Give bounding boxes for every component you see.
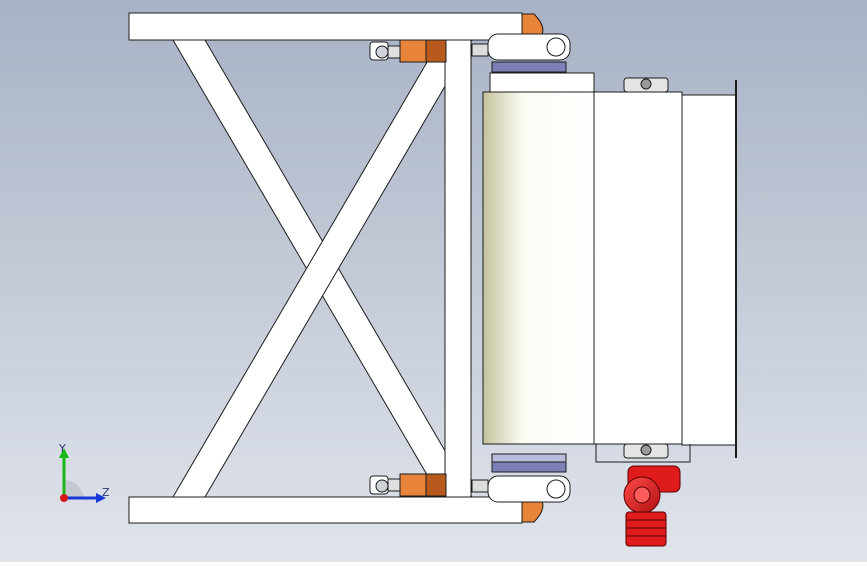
- bottom-rail[interactable]: [128, 496, 523, 524]
- bottom-shaft-stub: [471, 479, 489, 493]
- triad-origin: [60, 494, 68, 502]
- bottom-bearing-block: [399, 473, 427, 497]
- triad-graphic: [59, 448, 106, 503]
- bottom-hub: [491, 461, 567, 473]
- z-axis-head: [96, 493, 106, 503]
- top-bearing-block: [399, 39, 427, 63]
- gearbox-shaft: [633, 486, 651, 504]
- y-axis-head: [59, 448, 69, 458]
- motor-body: [625, 511, 667, 547]
- top-rail[interactable]: [128, 12, 523, 41]
- bottom-bearing-shadow: [425, 473, 447, 497]
- top-end-bolt: [640, 78, 652, 90]
- bottom-pillow-cap: [546, 479, 566, 499]
- triad-quadrant: [64, 479, 84, 498]
- top-bearing-assembly[interactable]: [369, 13, 571, 81]
- top-bearing-shadow: [425, 39, 447, 63]
- bottom-tensioner-bolt: [375, 479, 389, 493]
- z-axis-label: Z: [102, 486, 110, 499]
- drum-roller[interactable]: [482, 72, 737, 463]
- bottom-end-bolt: [640, 444, 652, 456]
- top-spacer: [387, 45, 401, 59]
- drum-body[interactable]: [482, 91, 596, 445]
- top-shaft-stub: [471, 43, 489, 57]
- coordinate-triad: Y Z: [48, 440, 118, 510]
- top-hub: [491, 61, 567, 73]
- braced-frame[interactable]: [128, 12, 523, 524]
- top-tensioner-bolt: [375, 45, 389, 59]
- y-axis-label: Y: [59, 442, 66, 455]
- vertical-post[interactable]: [444, 37, 472, 499]
- motor-bracket: [595, 444, 691, 463]
- bottom-bearing-assembly[interactable]: [369, 453, 571, 523]
- drum-housing-mid[interactable]: [593, 91, 683, 445]
- bottom-spacer: [387, 478, 401, 492]
- drum-housing-end[interactable]: [681, 94, 737, 446]
- drum-top-cap: [489, 72, 595, 94]
- gear-motor[interactable]: [623, 465, 681, 547]
- top-pillow-cap: [546, 37, 566, 57]
- bottom-hub-flange: [491, 453, 567, 463]
